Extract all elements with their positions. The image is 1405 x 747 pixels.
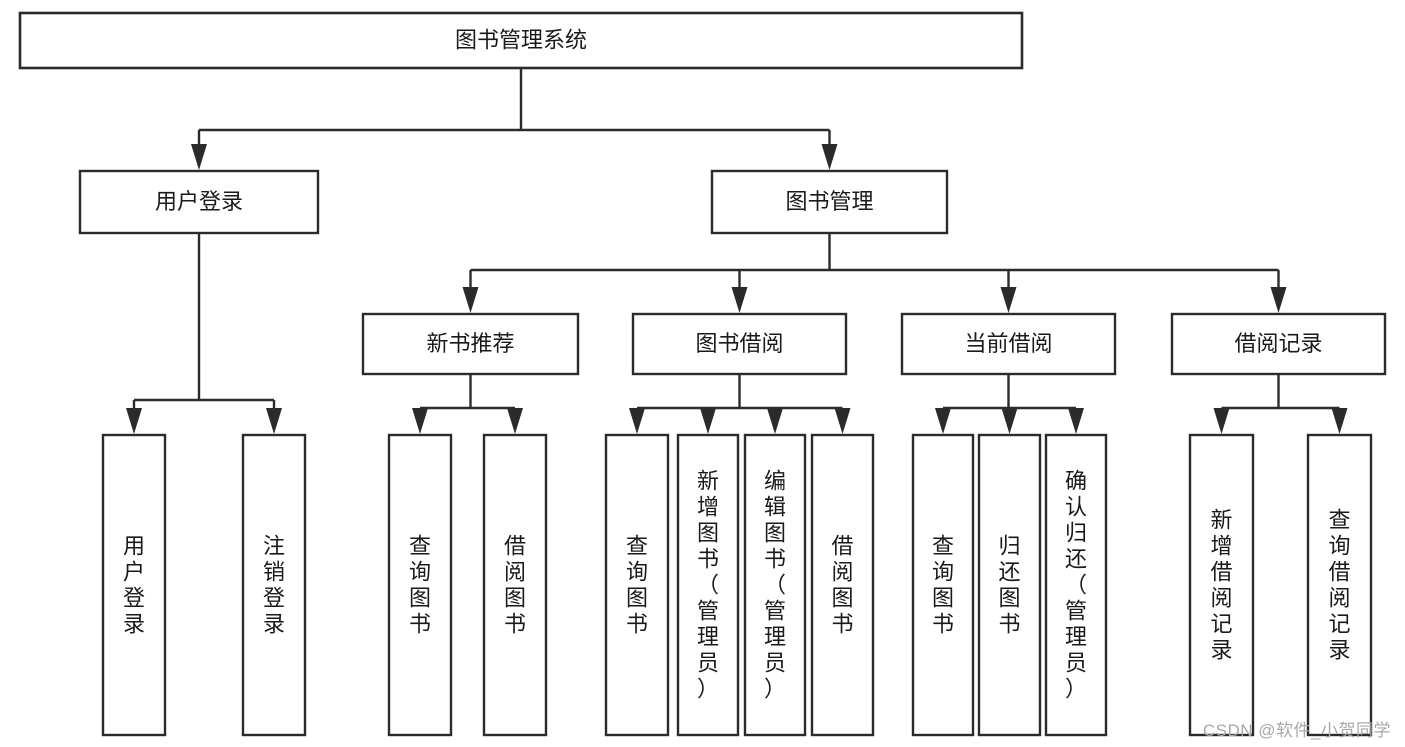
arrow-head-icon [1331, 408, 1348, 434]
node-new-book-rec[interactable]: 新书推荐 [361, 312, 580, 376]
node-label: 新增借阅记录 [1210, 507, 1232, 662]
arrow-head-icon [1000, 287, 1017, 313]
node-label: 查询图书 [409, 533, 431, 636]
node-book-borrow[interactable]: 图书借阅 [631, 312, 848, 376]
node-leaf-query-book-2[interactable]: 查询图书 [604, 433, 670, 737]
arrow-head-icon [1213, 408, 1230, 434]
node-box[interactable] [78, 169, 320, 235]
node-box[interactable] [1044, 433, 1108, 737]
node-box[interactable] [361, 312, 580, 376]
node-leaf-borrow-book-2[interactable]: 借阅图书 [810, 433, 875, 737]
node-label: 归还图书 [998, 533, 1020, 636]
node-box[interactable] [241, 433, 307, 737]
arrow-head-icon [1270, 287, 1287, 313]
node-box[interactable] [18, 11, 1024, 70]
arrow-head-icon [700, 408, 716, 434]
node-borrow-record[interactable]: 借阅记录 [1170, 312, 1387, 376]
nodes-layer: 图书管理系统用户登录图书管理新书推荐图书借阅当前借阅借阅记录用户登录注销登录查询… [18, 11, 1387, 737]
node-box[interactable] [387, 433, 453, 737]
node-leaf-logout[interactable]: 注销登录 [241, 433, 307, 737]
connectors-layer [126, 68, 1348, 434]
arrow-head-icon [462, 287, 479, 313]
node-label: 图书借阅 [695, 331, 783, 356]
node-label: 查询图书 [626, 533, 648, 636]
arrow-head-icon [412, 408, 428, 434]
node-leaf-query-borrow-record[interactable]: 查询借阅记录 [1306, 433, 1373, 737]
node-label: 确认归还（管理员） [1065, 468, 1087, 701]
arrow-head-icon [731, 287, 748, 313]
node-label: 查询借阅记录 [1328, 507, 1350, 662]
arrow-head-icon [834, 408, 851, 434]
node-box[interactable] [676, 433, 740, 737]
node-label: 图书管理 [785, 189, 873, 214]
arrow-head-icon [935, 408, 951, 434]
node-leaf-return-book[interactable]: 归还图书 [977, 433, 1042, 737]
node-label: 借阅图书 [504, 533, 526, 636]
node-box[interactable] [1170, 312, 1387, 376]
node-label: 编辑图书（管理员） [764, 468, 786, 701]
node-box[interactable] [101, 433, 167, 737]
node-box[interactable] [810, 433, 875, 737]
arrow-head-icon [266, 408, 282, 434]
arrow-head-icon [507, 408, 523, 434]
node-label: 查询图书 [932, 533, 954, 636]
node-user-login[interactable]: 用户登录 [78, 169, 320, 235]
node-label: 图书管理系统 [455, 27, 587, 52]
arrow-head-icon [629, 408, 645, 434]
arrow-head-icon [1068, 408, 1084, 434]
node-leaf-borrow-book-1[interactable]: 借阅图书 [482, 433, 548, 737]
node-leaf-query-book-3[interactable]: 查询图书 [911, 433, 975, 737]
node-leaf-user-login[interactable]: 用户登录 [101, 433, 167, 737]
node-box[interactable] [900, 312, 1117, 376]
node-box[interactable] [710, 169, 949, 235]
node-label: 新增图书（管理员） [697, 468, 719, 701]
node-root[interactable]: 图书管理系统 [18, 11, 1024, 70]
node-box[interactable] [1306, 433, 1373, 737]
node-leaf-confirm-return-admin[interactable]: 确认归还（管理员） [1044, 433, 1108, 737]
node-label: 新书推荐 [426, 331, 514, 356]
node-label: 用户登录 [155, 189, 243, 214]
node-box[interactable] [482, 433, 548, 737]
arrow-head-icon [821, 144, 838, 170]
arrow-head-icon [767, 408, 783, 434]
node-label: 用户登录 [123, 533, 145, 636]
arrow-head-icon [1001, 408, 1018, 434]
node-box[interactable] [631, 312, 848, 376]
node-box[interactable] [1188, 433, 1255, 737]
node-leaf-add-book-admin[interactable]: 新增图书（管理员） [676, 433, 740, 737]
node-label: 借阅记录 [1234, 331, 1322, 356]
node-book-manage[interactable]: 图书管理 [710, 169, 949, 235]
arrow-head-icon [191, 144, 207, 170]
node-label: 当前借阅 [964, 331, 1052, 356]
node-label: 注销登录 [263, 533, 285, 636]
arrow-head-icon [126, 408, 142, 434]
node-leaf-edit-book-admin[interactable]: 编辑图书（管理员） [743, 433, 807, 737]
node-box[interactable] [743, 433, 807, 737]
node-label: 借阅图书 [831, 533, 853, 636]
node-box[interactable] [604, 433, 670, 737]
node-leaf-query-book-1[interactable]: 查询图书 [387, 433, 453, 737]
node-leaf-add-borrow-record[interactable]: 新增借阅记录 [1188, 433, 1255, 737]
node-current-borrow[interactable]: 当前借阅 [900, 312, 1117, 376]
node-box[interactable] [911, 433, 975, 737]
node-box[interactable] [977, 433, 1042, 737]
